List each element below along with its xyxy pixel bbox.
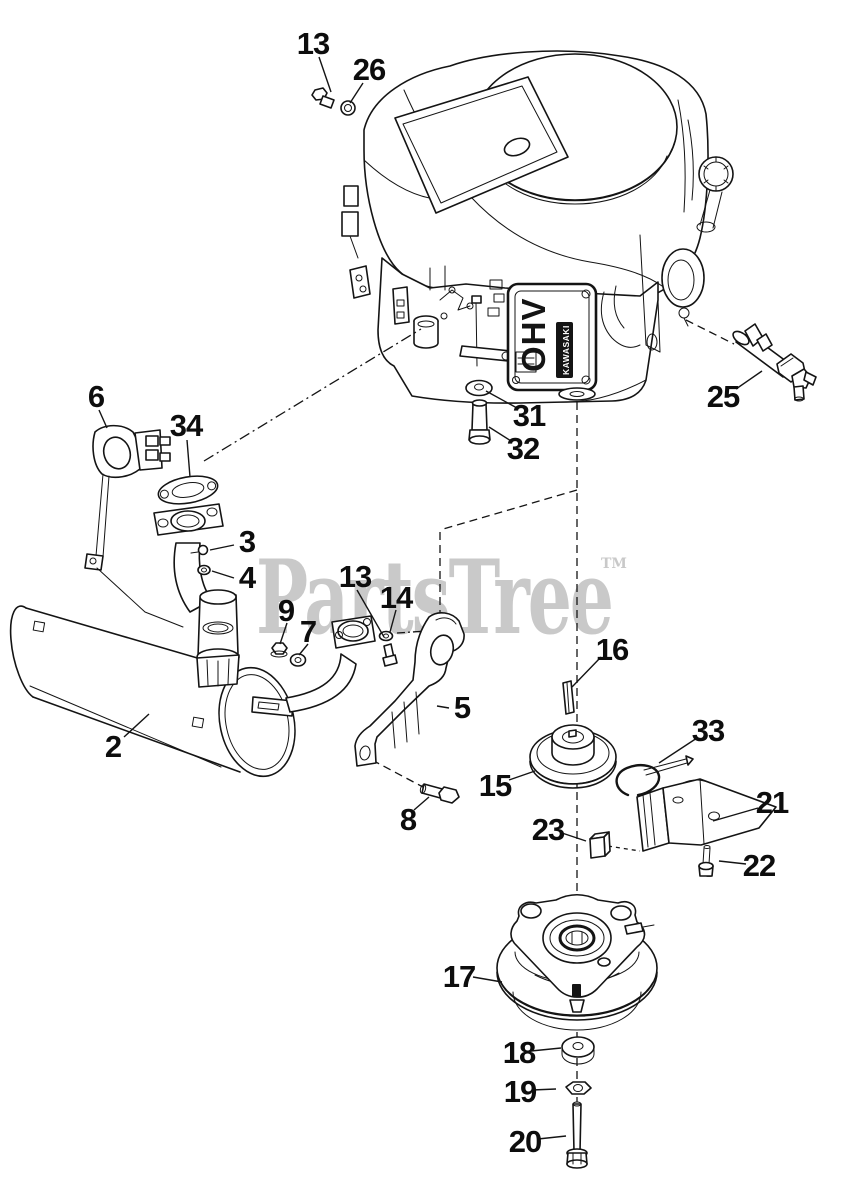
part-callout-33: 33: [691, 713, 725, 748]
part-callout-19: 19: [503, 1074, 537, 1109]
part-callout-13: 13: [296, 26, 330, 61]
leader-lines: [98, 56, 763, 1140]
part-callout-8: 8: [399, 802, 417, 837]
part-callout-25: 25: [706, 379, 740, 414]
bolt-32-drawing: [468, 399, 491, 445]
bolt-20-drawing: [566, 1101, 588, 1169]
part-callout-23: 23: [531, 812, 565, 847]
nut-9-drawing: [270, 642, 288, 658]
engine-brand-text: KAWASAKI: [561, 325, 571, 375]
part-callout-20: 20: [508, 1124, 542, 1159]
part-callout-14: 14: [379, 580, 413, 615]
part-callout-21: 21: [755, 785, 789, 820]
gasket-34-drawing: [157, 475, 219, 505]
spacer-23-drawing: [589, 831, 611, 859]
clutch-17-drawing: [496, 893, 658, 1031]
bolt-13-top-drawing: [311, 87, 335, 109]
key-16-drawing: [562, 680, 575, 715]
part-callout-7: 7: [299, 614, 317, 649]
watermark-trademark: TM: [601, 556, 627, 572]
muffler-2-drawing: [9, 589, 296, 778]
part-callout-6: 6: [87, 379, 105, 414]
exhaust-pipe-rear-drawing: [285, 615, 376, 713]
part-callout-2: 2: [104, 729, 122, 764]
screw-22-drawing: [698, 845, 714, 877]
washer-26-drawing: [340, 100, 356, 116]
bracket-5-drawing: [354, 612, 465, 767]
part-callout-5: 5: [453, 690, 471, 725]
washer-7-drawing: [289, 653, 307, 667]
washer-18-drawing: [561, 1036, 595, 1065]
part-callout-13: 13: [338, 559, 372, 594]
bracket-21-drawing: [636, 778, 777, 852]
part-callout-31: 31: [512, 398, 546, 433]
part-callout-32: 32: [506, 431, 540, 466]
part-callout-26: 26: [352, 52, 386, 87]
bolt-13-14-drawing: [378, 630, 398, 667]
part-callout-3: 3: [238, 524, 256, 559]
part-callout-15: 15: [478, 768, 512, 803]
pulley-15-drawing: [529, 724, 617, 789]
clip-33-drawing: [615, 755, 694, 831]
part-callout-22: 22: [742, 848, 776, 883]
part-callout-34: 34: [169, 408, 203, 443]
washer-31-drawing: [465, 379, 493, 397]
part-callout-16: 16: [595, 632, 629, 667]
part-callout-4: 4: [238, 560, 256, 595]
nut-19-drawing: [565, 1081, 592, 1095]
part-callout-18: 18: [502, 1035, 536, 1070]
bolt-8-drawing: [419, 783, 460, 804]
part-callout-17: 17: [442, 959, 476, 994]
bolt-3-drawing: [190, 544, 209, 556]
nut-4-drawing: [197, 564, 211, 576]
heat-shield-6-drawing: [84, 424, 184, 628]
engine-drawing: OHV KAWASAKI: [341, 50, 734, 404]
engine-ohv-text: OHV: [515, 297, 552, 372]
fuel-valve-25-drawing: [732, 323, 817, 402]
part-callout-9: 9: [277, 593, 295, 628]
